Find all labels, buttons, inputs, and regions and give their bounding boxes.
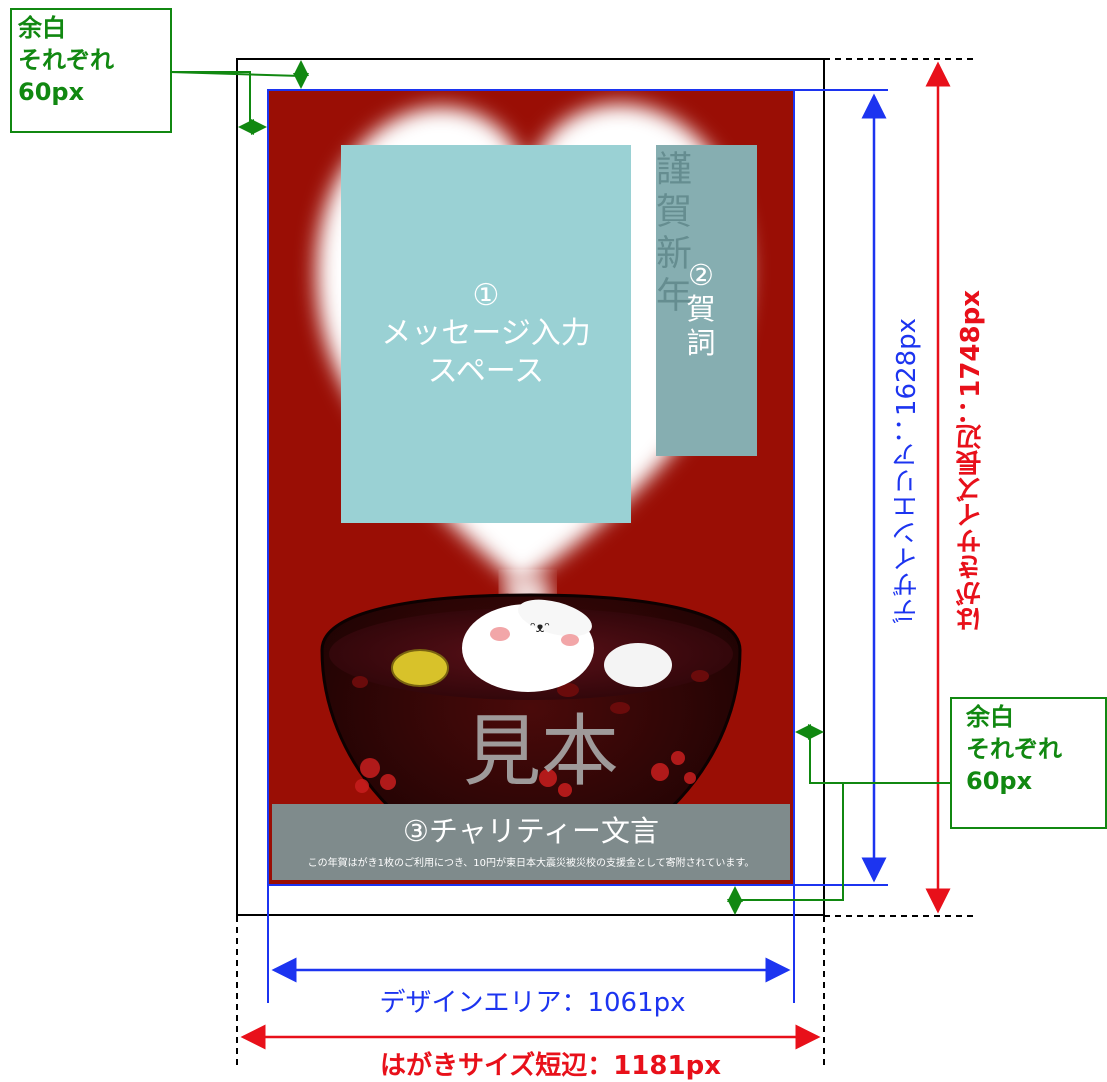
margin-label-tl-line1: 余白 (18, 14, 66, 42)
leader-bottom-right (809, 732, 950, 784)
message-line1: メッセージ入力 (381, 316, 591, 351)
gashi-label: ② 賀 詞 (684, 258, 718, 360)
design-area-outline (267, 89, 795, 886)
message-number: ① (472, 278, 500, 313)
margin-label-br-line3: 60px (966, 767, 1033, 795)
bunny-ear-left (518, 599, 592, 637)
bunny-face: ᵔᴥᵔ (530, 620, 550, 636)
charity-area: ③チャリティー文言 この年賀はがき1枚のご利用につき、10円が東日本大震災被災校… (272, 804, 790, 880)
postcard-long-label: はがきサイズ長辺：1748px (956, 290, 986, 632)
margin-label-br-line2: それぞれ (966, 735, 1062, 763)
gashi-char2: 詞 (686, 326, 716, 360)
message-line2: スペース (427, 354, 545, 389)
leader-bottom-right-2 (735, 782, 950, 901)
gashi-faint-text: 謹賀新年 (650, 150, 691, 318)
design-width-label: デザインエリア：1061px (379, 988, 686, 1018)
gashi-char1: 賀 (686, 292, 716, 326)
gashi-number: ② (688, 258, 714, 292)
postcard-short-label: はがきサイズ短辺：1181px (380, 1051, 721, 1081)
margin-label-tl-line2: それぞれ (18, 46, 114, 74)
charity-note: この年賀はがき1枚のご利用につき、10円が東日本大震災被災校の支援金として寄附さ… (307, 858, 755, 869)
margin-label-top-left: 余白 それぞれ 60px (10, 8, 172, 133)
margin-label-tl-line3: 60px (18, 78, 85, 106)
design-height-label: デザインエリア：1628px (892, 318, 922, 625)
margin-label-br-line1: 余白 (966, 703, 1014, 731)
charity-title: ③チャリティー文言 (403, 814, 659, 848)
chestnut (391, 649, 449, 687)
leader-top-left-2 (170, 71, 251, 127)
bunny-cheek-right (561, 634, 579, 646)
gashi-space (656, 145, 757, 456)
bunny-cheek-left (490, 627, 510, 641)
mochi-small (604, 643, 672, 687)
watermark: 見本 (462, 707, 619, 797)
margin-label-bottom-right: 余白 それぞれ 60px (950, 697, 1107, 829)
message-space: ① メッセージ入力 スペース (341, 145, 631, 523)
